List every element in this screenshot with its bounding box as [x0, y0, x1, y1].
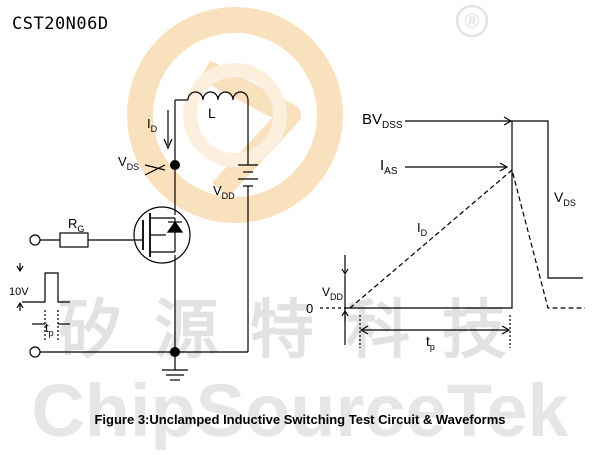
ias-label: IAS	[380, 157, 398, 177]
waveform-vds-label: VDS	[554, 189, 576, 208]
vds-waveform	[345, 120, 583, 309]
watermark-registered-text: ®	[465, 11, 480, 33]
gate-pulse	[22, 272, 70, 303]
ground-input-terminal	[29, 346, 41, 358]
watermark-registered-mark: ®	[455, 4, 489, 38]
inductor-coil	[187, 91, 249, 101]
pulse-width-label: tp	[45, 320, 54, 338]
waveform-id-label: ID	[417, 220, 428, 238]
vdd-arrow-top-head	[341, 268, 349, 276]
id-arrow-head	[163, 138, 173, 150]
circuit-id-label: ID	[147, 116, 158, 134]
waveform-labels: BVDSS IAS ID VDS VDD 0 tp	[306, 111, 576, 352]
figure-caption: Figure 3:Unclamped Inductive Switching T…	[94, 412, 506, 427]
test-circuit	[16, 91, 258, 381]
pulse-amplitude-label: 10V	[9, 286, 29, 298]
part-number: CST20N06D	[12, 14, 109, 34]
mosfet-body-diode	[166, 220, 184, 233]
circuit-vdd-label: VDD	[213, 183, 235, 201]
circuit-vds-label: VDS	[118, 154, 139, 172]
watermark: ® 矽源特科技 ChipSourceTek	[31, 4, 569, 452]
pulse-amp-arrow-top-head	[16, 265, 24, 273]
circuit-labels: ID L VDS RG VDD 10V tp	[9, 105, 235, 338]
pulse-amp-arrow-bottom-head	[16, 301, 24, 309]
source-node	[170, 347, 180, 357]
bvdss-label: BVDSS	[362, 111, 403, 131]
bvdss-arrow-head	[503, 116, 513, 126]
tp-label: tp	[426, 333, 435, 352]
rg-label: RG	[68, 216, 84, 234]
vds-arrow-line-2	[144, 164, 166, 171]
waveforms	[320, 116, 585, 348]
gate-input-terminal	[29, 234, 41, 246]
zero-label: 0	[306, 301, 313, 316]
inductor-label: L	[208, 105, 216, 121]
mosfet-body	[133, 206, 191, 264]
gate-resistor	[59, 232, 89, 248]
vds-arrow-line-1	[144, 164, 166, 176]
waveform-vdd-label: VDD	[322, 285, 344, 302]
watermark-english: ChipSourceTek	[31, 369, 569, 450]
id-waveform	[349, 168, 585, 309]
tp-arrow-right-head	[501, 325, 511, 335]
tp-arrow-left-head	[359, 325, 369, 335]
drain-node	[170, 160, 180, 170]
ias-arrow-head	[499, 162, 509, 172]
